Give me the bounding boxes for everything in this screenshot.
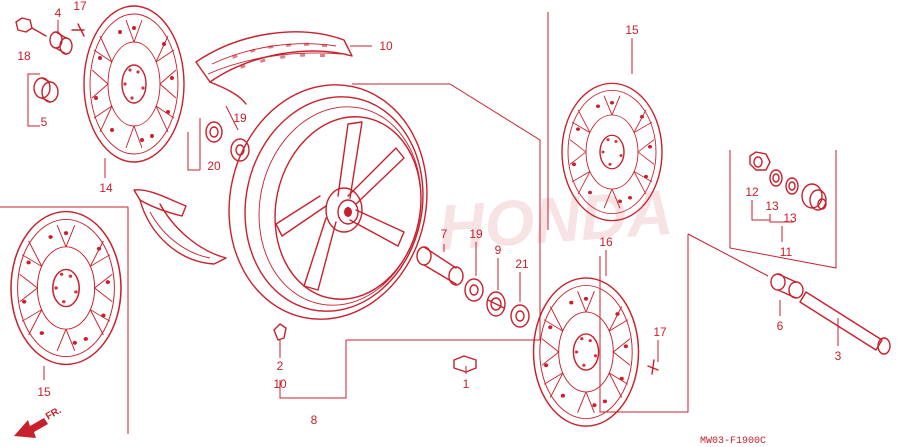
diagram-reference-code: MW03-F1900C — [700, 436, 766, 447]
callout-15-left: 15 — [37, 385, 51, 399]
valve-stem-2 — [273, 323, 287, 341]
callout-10-valve: 10 — [273, 377, 287, 391]
bearing-21-part — [510, 304, 530, 328]
bracket-5 — [27, 73, 40, 127]
callout-17-right: 17 — [653, 325, 667, 339]
callout-12: 12 — [745, 185, 759, 199]
callout-13-a: 13 — [765, 199, 779, 213]
brake-disc-14 — [83, 5, 185, 163]
collar-11-part — [801, 183, 827, 211]
bracket-8 — [279, 340, 347, 399]
callout-11: 11 — [780, 245, 793, 259]
axle-3-part — [799, 291, 891, 355]
brake-disc-16 — [532, 277, 640, 427]
watermark: HONDA — [436, 176, 675, 264]
seal-19-right-part — [464, 278, 484, 302]
callout-20: 20 — [207, 159, 221, 173]
washer-13-a — [769, 169, 783, 187]
callout-16: 16 — [599, 235, 613, 249]
bracket-19-20 — [187, 105, 239, 171]
ring-9-part — [486, 291, 506, 317]
bracket-12-13 — [751, 200, 794, 223]
wheel-rim-8 — [228, 84, 428, 320]
callout-2: 2 — [277, 359, 284, 373]
front-direction-label: FR. — [44, 405, 64, 423]
callout-19-right: 19 — [469, 227, 483, 241]
callout-15-right: 15 — [625, 23, 639, 37]
washer-13-b — [785, 177, 799, 195]
callout-19-left: 19 — [233, 111, 247, 125]
bearing-20-part — [205, 121, 223, 143]
screw-17-part — [71, 23, 85, 37]
brake-disc-15-left — [10, 210, 122, 366]
box-15-left — [0, 206, 129, 434]
callout-6: 6 — [777, 319, 784, 333]
collar-4-part — [49, 31, 73, 55]
callout-9: 9 — [495, 243, 502, 257]
callout-21: 21 — [515, 257, 529, 271]
callout-8: 8 — [311, 413, 318, 427]
speedometer-gear-1 — [453, 355, 477, 373]
callout-10-tire: 10 — [379, 39, 393, 53]
box-16 — [599, 234, 689, 413]
leader-frame-top — [346, 83, 541, 341]
callout-17-top: 17 — [73, 0, 87, 13]
callout-13-b: 13 — [783, 211, 797, 225]
callout-labels: 4 17 18 5 14 10 19 20 15 15 7 19 9 21 2 … — [17, 0, 841, 427]
callout-4: 4 — [55, 6, 62, 20]
axle-nut-12 — [749, 151, 771, 171]
callout-3: 3 — [835, 349, 842, 363]
bolt-18-part — [15, 17, 47, 37]
seal-5-part — [33, 77, 59, 103]
callout-7: 7 — [441, 227, 448, 241]
callout-5: 5 — [41, 115, 48, 129]
callout-18: 18 — [17, 49, 31, 63]
front-direction-arrow-icon — [14, 418, 48, 438]
leader-frame-right-long — [687, 233, 769, 277]
tire-10 — [133, 31, 353, 265]
screw-17-right-part — [647, 359, 659, 375]
callout-14: 14 — [99, 181, 113, 195]
collar-6-part — [770, 273, 804, 299]
seal-19-left-part — [230, 138, 250, 162]
spacer-7-part — [416, 246, 464, 286]
callout-1: 1 — [463, 377, 470, 391]
box-11 — [729, 150, 837, 269]
